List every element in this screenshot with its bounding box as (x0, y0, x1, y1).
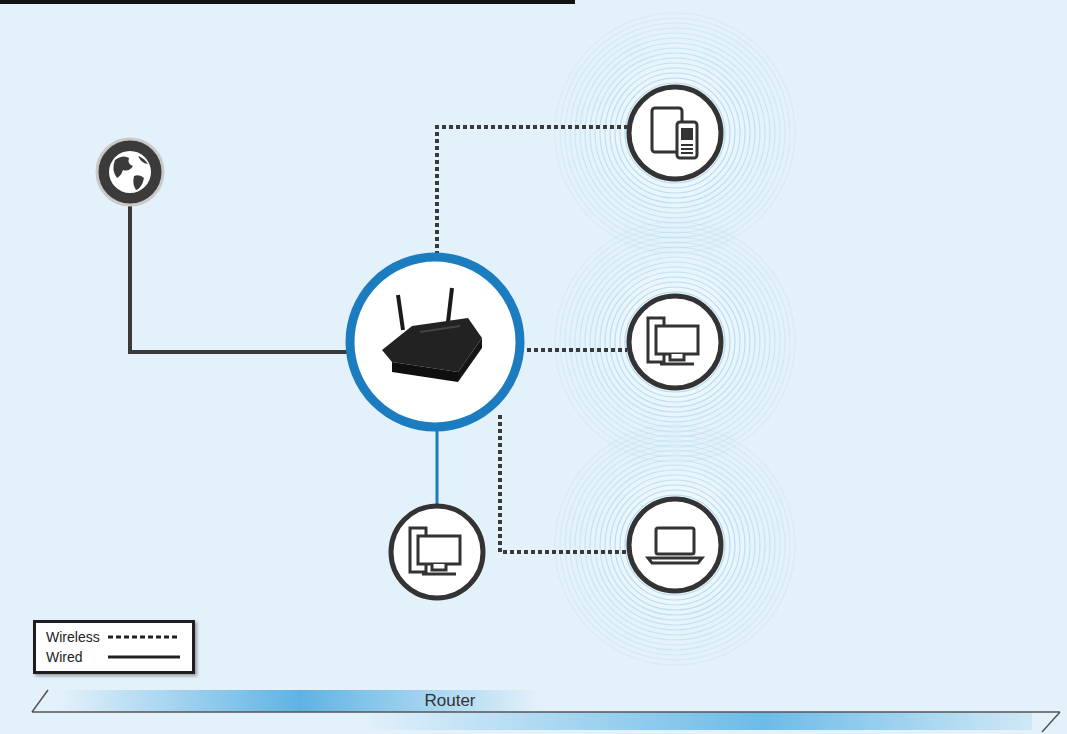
wifi-ring (560, 18, 790, 248)
wifi-ring (575, 242, 775, 442)
wifi-ring (560, 430, 790, 660)
wifi-ring (585, 455, 765, 635)
legend-text: Wireless (46, 629, 108, 645)
wifi-ring (580, 38, 770, 228)
legend-row: Wired (46, 647, 180, 667)
wifi-ring (590, 460, 760, 630)
legend-row: Wireless (46, 627, 180, 647)
wifi-ring (625, 83, 725, 183)
wifi-ring (605, 63, 745, 203)
wifi-ring (585, 252, 765, 432)
laptop-icon (648, 528, 702, 563)
wifi-ring (565, 435, 785, 655)
wifi-ring (620, 287, 730, 397)
wifi-ring (570, 237, 780, 447)
wifi-ring (595, 262, 755, 422)
mobile-icon (652, 108, 697, 158)
legend-line (108, 656, 180, 659)
wifi-ring (620, 78, 730, 188)
legend-sample (108, 652, 180, 662)
wifi-ring (600, 267, 750, 417)
globe-icon (97, 139, 163, 205)
legend-text: Wired (46, 649, 108, 665)
device-circles (391, 87, 721, 598)
wifi-ring (600, 58, 750, 208)
wifi-ring (625, 292, 725, 392)
wifi-ring (610, 277, 740, 407)
wired-line (436, 428, 439, 506)
top-bar (0, 0, 575, 4)
wifi-ring (585, 43, 765, 223)
wifi-rings (550, 8, 800, 670)
wifi-ring (625, 495, 725, 595)
wifi-ring (620, 490, 730, 600)
wifi-ring (590, 257, 760, 427)
wifi-ring (595, 465, 755, 625)
wifi-ring (575, 445, 775, 645)
title-band: Router (30, 686, 1062, 734)
wifi-ring (555, 425, 795, 665)
wifi-ring (615, 282, 735, 402)
wifi-ring (570, 440, 780, 650)
router-icon (350, 257, 520, 427)
wifi-ring (590, 48, 760, 218)
desktop-icon (410, 318, 698, 574)
wifi-ring (560, 227, 790, 457)
wifi-ring (615, 73, 735, 193)
wifi-ring (555, 222, 795, 462)
band-outline (30, 686, 1062, 734)
wifi-ring (580, 247, 770, 437)
legend-box: WirelessWired (33, 620, 195, 674)
band-title: Router (424, 691, 475, 711)
wifi-ring (595, 53, 755, 213)
wifi-ring (605, 475, 745, 615)
legend-line (108, 636, 180, 639)
wifi-ring (610, 68, 740, 198)
wifi-ring (605, 272, 745, 412)
wifi-ring (615, 485, 735, 605)
wifi-ring (570, 28, 780, 238)
wired-line (130, 205, 352, 352)
wifi-ring (555, 13, 795, 253)
wifi-ring (600, 470, 750, 620)
wifi-ring (565, 232, 785, 452)
wifi-ring (565, 23, 785, 243)
wifi-ring (610, 480, 740, 610)
wifi-ring (575, 33, 775, 233)
legend-sample (108, 632, 180, 642)
wifi-ring (580, 450, 770, 640)
